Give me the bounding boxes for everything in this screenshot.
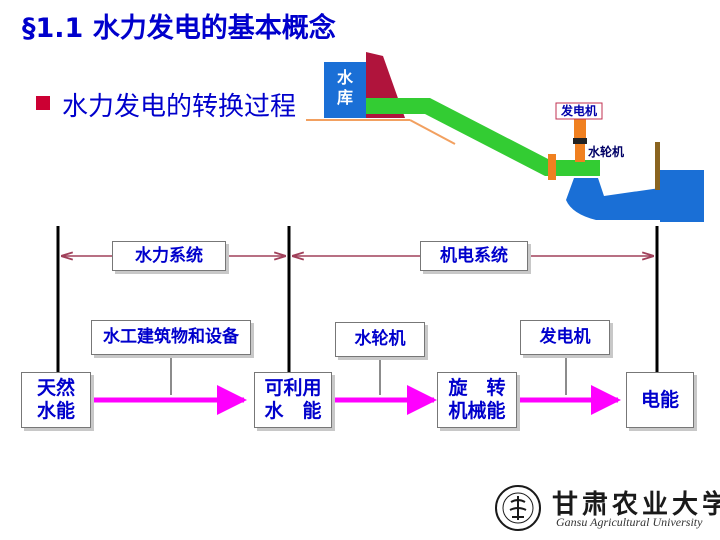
turbine-shaft [575,144,585,162]
tailwater-shape [660,170,704,222]
electromechanical-system-label: 机电系统 [420,241,528,271]
bullet-text: 水力发电的转换过程 [62,92,297,122]
generator-box: 发电机 [520,320,610,355]
university-name-cn: 甘肃农业大学 [552,490,720,520]
university-seal-icon [495,485,541,531]
stage-electric-energy: 电能 [626,372,694,428]
generator-coupling [573,138,587,144]
penstock-shape [366,98,600,176]
hydro-plant-illustration [306,52,704,222]
turbine-label: 水轮机 [588,145,625,159]
stage-natural-hydro-energy: 天然 水能 [21,372,91,428]
hydraulic-system-label: 水力系统 [112,241,226,271]
hydraulic-works-box: 水工建筑物和设备 [91,320,251,355]
reservoir-shape [324,62,366,118]
generator-shaft [574,118,586,138]
draft-tube-shape [566,178,660,220]
generator-label-box [555,102,603,120]
page-title: §1.1 水力发电的基本概念 [22,13,336,44]
reservoir-label: 水 库 [336,68,353,107]
generator-label: 发电机 [560,104,597,118]
bullet-square-icon [36,96,50,110]
stage-rotational-mechanical-energy: 旋 转 机械能 [437,372,517,428]
turbine-box: 水轮机 [335,322,425,357]
university-name-en: Gansu Agricultural University [556,515,703,529]
tailwater-gate [655,142,660,190]
stage-usable-hydro-energy: 可利用 水 能 [254,372,332,428]
penstock-valve [548,154,556,180]
slope-line [409,119,456,145]
university-logo: 甘肃农业大学 Gansu Agricultural University [492,484,720,532]
